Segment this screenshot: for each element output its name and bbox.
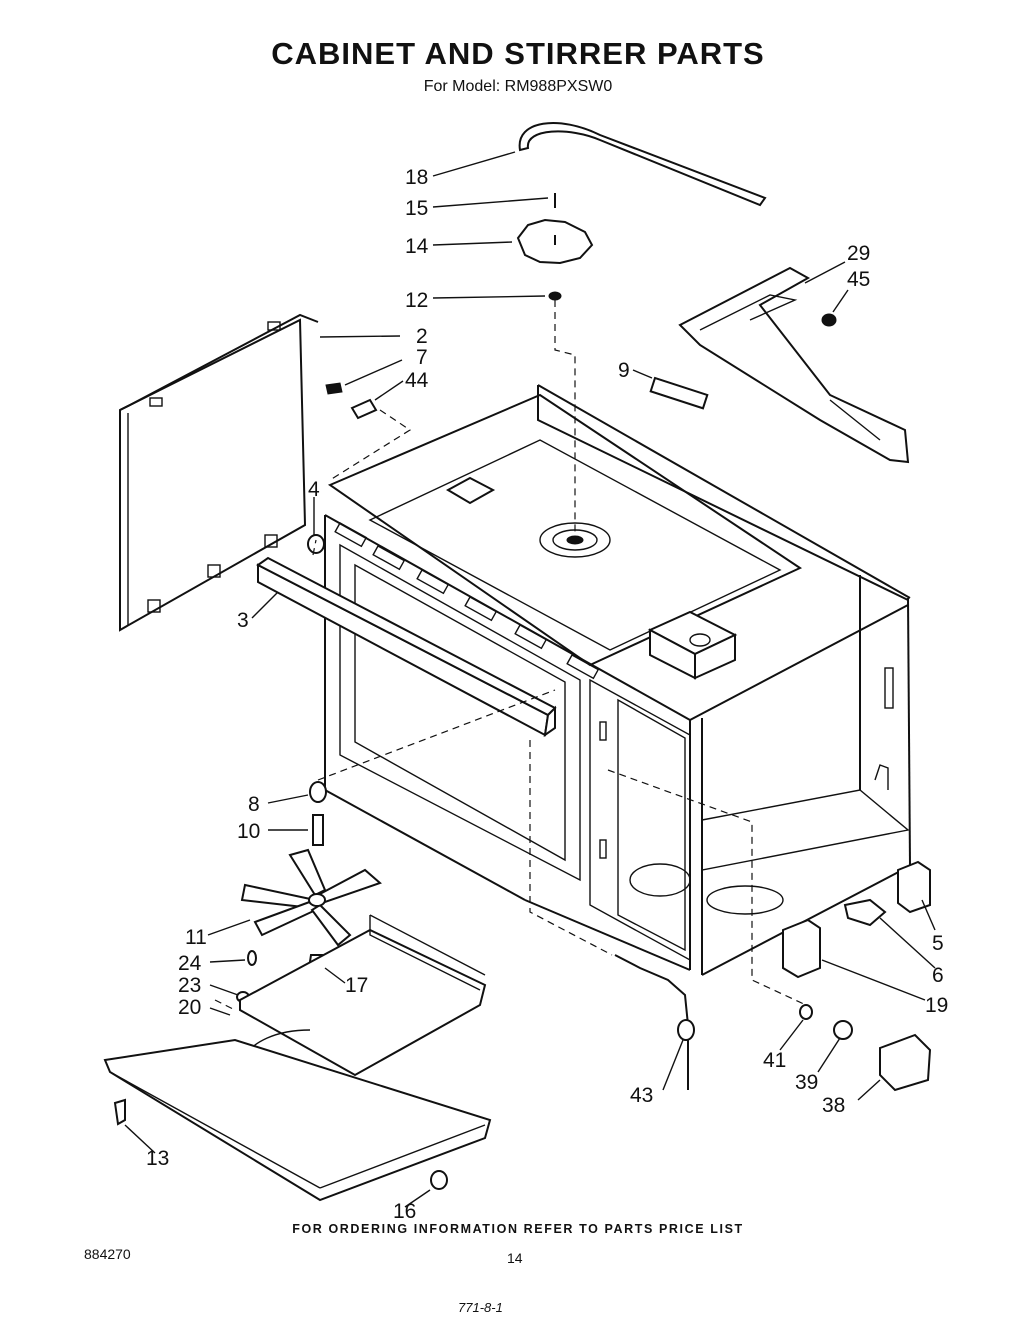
side-panel bbox=[119, 313, 319, 632]
stirrer-fan-blade bbox=[240, 848, 382, 969]
callout-15: 15 bbox=[405, 197, 428, 220]
base-plate bbox=[103, 1038, 492, 1202]
callout-17: 17 bbox=[345, 974, 368, 997]
callout-6: 6 bbox=[932, 964, 944, 987]
document-number: 884270 bbox=[84, 1246, 131, 1262]
stirrer-assembly bbox=[516, 193, 594, 301]
callout-19: 19 bbox=[925, 994, 948, 1017]
callout-10: 10 bbox=[237, 820, 260, 843]
cabinet-body bbox=[324, 384, 911, 976]
leader-lines bbox=[124, 151, 936, 1208]
callout-16: 16 bbox=[393, 1200, 416, 1223]
handwritten-note: 771-8-1 bbox=[458, 1300, 503, 1315]
callout-9: 9 bbox=[618, 359, 630, 382]
model-subtitle: For Model: RM988PXSW0 bbox=[423, 78, 613, 95]
front-rail bbox=[256, 556, 557, 738]
callout-29: 29 bbox=[847, 242, 870, 265]
callout-5: 5 bbox=[932, 932, 944, 955]
callout-20: 20 bbox=[178, 996, 201, 1019]
callout-14: 14 bbox=[405, 235, 429, 258]
callout-3: 3 bbox=[237, 609, 249, 632]
part-9-bar bbox=[649, 376, 709, 410]
hardware bbox=[113, 313, 853, 1190]
callout-45: 45 bbox=[847, 268, 870, 291]
callout-12: 12 bbox=[405, 289, 428, 312]
callout-labels: 18 15 14 12 29 45 9 2 7 44 4 3 8 10 11 2… bbox=[146, 166, 948, 1223]
callout-11: 11 bbox=[185, 926, 207, 949]
callout-2: 2 bbox=[416, 325, 428, 348]
callout-41: 41 bbox=[763, 1049, 786, 1072]
callout-43: 43 bbox=[630, 1084, 653, 1107]
callout-38: 38 bbox=[822, 1094, 845, 1117]
alignment-lines bbox=[214, 300, 807, 1011]
electrical-components bbox=[614, 860, 932, 1092]
top-bracket bbox=[678, 266, 910, 464]
motor-bracket bbox=[237, 914, 487, 1117]
callout-44: 44 bbox=[405, 369, 429, 392]
page-number: 14 bbox=[507, 1250, 523, 1266]
callout-13: 13 bbox=[146, 1147, 169, 1170]
callout-8: 8 bbox=[248, 793, 260, 816]
callout-18: 18 bbox=[405, 166, 428, 189]
stirrer-cord bbox=[518, 122, 767, 207]
ordering-note: FOR ORDERING INFORMATION REFER TO PARTS … bbox=[292, 1222, 744, 1236]
callout-39: 39 bbox=[795, 1071, 818, 1094]
callout-24: 24 bbox=[178, 952, 202, 975]
page-title: CABINET AND STIRRER PARTS bbox=[271, 36, 765, 71]
callout-23: 23 bbox=[178, 974, 201, 997]
callout-4: 4 bbox=[308, 478, 320, 501]
callout-7: 7 bbox=[416, 346, 428, 369]
